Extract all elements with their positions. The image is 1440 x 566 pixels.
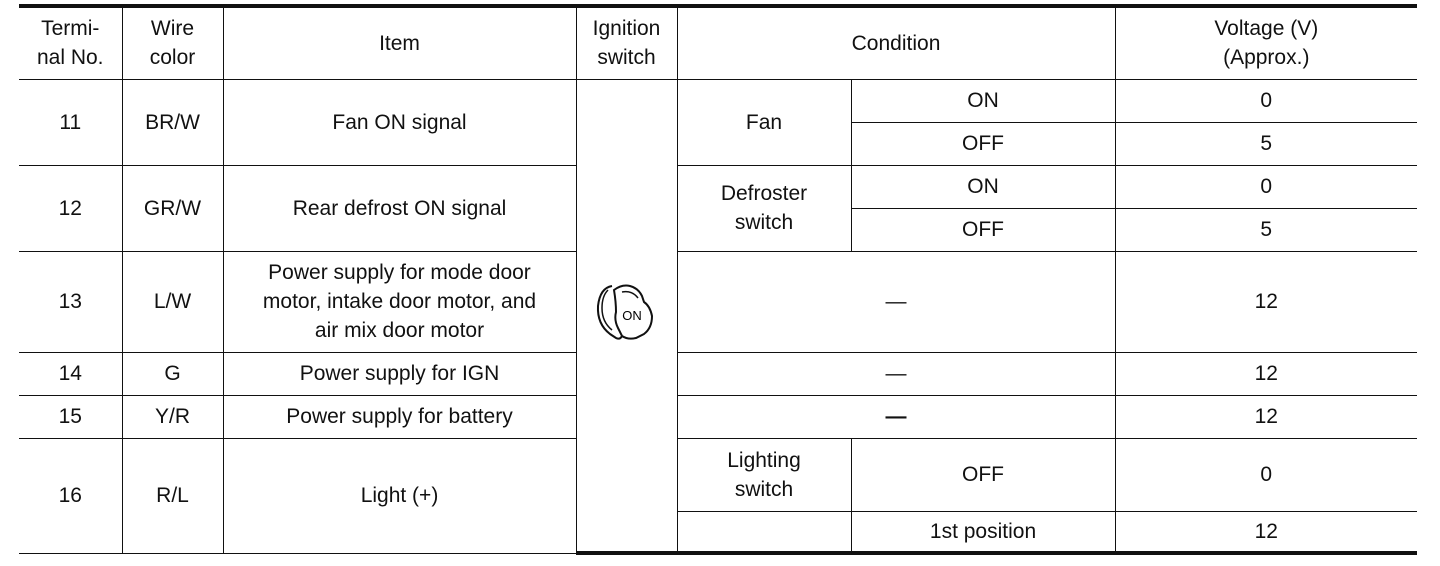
terminal-cell: 16 bbox=[19, 437, 123, 554]
wire-color-cell: R/L bbox=[121, 437, 224, 554]
header-terminal: Termi- nal No. bbox=[19, 4, 123, 80]
table-row: OFF 5 bbox=[19, 207, 1418, 252]
voltage-cell: 12 bbox=[1114, 351, 1418, 396]
item-cell: Fan ON signal bbox=[222, 78, 577, 166]
ignition-on-label: ON bbox=[622, 308, 642, 323]
voltage-cell: 5 bbox=[1114, 121, 1418, 166]
terminal-cell: 11 bbox=[19, 78, 123, 166]
voltage-cell: 12 bbox=[1114, 394, 1418, 439]
item-cell: Power supply for mode door motor, intake… bbox=[222, 250, 577, 353]
voltage-cell: 12 bbox=[1114, 510, 1418, 555]
terminal-spec-table: Termi- nal No. Wire color Item Ignition … bbox=[19, 4, 1418, 555]
condition-state-cell: ON bbox=[850, 78, 1116, 123]
table-row: 15 Y/R Power supply for battery — 12 bbox=[19, 394, 1418, 439]
header-wire-color: Wire color bbox=[121, 4, 224, 80]
condition-cell: — bbox=[676, 250, 1116, 353]
voltage-cell: 0 bbox=[1114, 164, 1418, 209]
wire-color-cell: GR/W bbox=[121, 164, 224, 252]
terminal-cell: 14 bbox=[19, 351, 123, 396]
terminal-cell: 13 bbox=[19, 250, 123, 353]
voltage-cell: 5 bbox=[1114, 207, 1418, 252]
wire-color-cell: L/W bbox=[121, 250, 224, 353]
condition-state-cell: OFF bbox=[851, 207, 1116, 252]
wire-color-cell: Y/R bbox=[121, 394, 224, 439]
condition-group-cell: Fan bbox=[676, 78, 852, 166]
item-cell: Power supply for battery bbox=[222, 394, 577, 439]
condition-cell: — bbox=[676, 394, 1116, 439]
condition-group-cell: Lighting switch bbox=[676, 437, 852, 512]
condition-state-cell: OFF bbox=[850, 437, 1116, 512]
voltage-cell: 0 bbox=[1114, 78, 1418, 123]
header-row: Termi- nal No. Wire color Item Ignition … bbox=[19, 4, 1418, 80]
condition-state-cell: OFF bbox=[851, 121, 1116, 166]
item-cell: Light (+) bbox=[222, 437, 577, 554]
table-row: 14 G Power supply for IGN — 12 bbox=[19, 351, 1418, 396]
terminal-cell: 15 bbox=[19, 394, 123, 439]
wire-color-cell: BR/W bbox=[121, 78, 224, 166]
condition-group-empty-cell bbox=[677, 510, 852, 555]
table-row: 1st position 12 bbox=[19, 510, 1418, 555]
header-condition: Condition bbox=[676, 4, 1116, 80]
condition-group-cell: Defroster switch bbox=[676, 164, 852, 252]
condition-state-cell: 1st position bbox=[850, 510, 1116, 555]
table-row: 13 L/W Power supply for mode door motor,… bbox=[19, 250, 1418, 353]
table-row: 12 GR/W Rear defrost ON signal Defroster… bbox=[19, 164, 1418, 252]
terminal-cell: 12 bbox=[19, 164, 123, 252]
condition-state-cell: ON bbox=[850, 164, 1116, 209]
header-item: Item bbox=[222, 4, 577, 80]
voltage-cell: 0 bbox=[1114, 437, 1418, 512]
header-voltage: Voltage (V) (Approx.) bbox=[1114, 4, 1418, 80]
ignition-key-on-icon: ON bbox=[596, 284, 653, 340]
table-row: 11 BR/W Fan ON signal ON Fan ON 0 bbox=[19, 78, 1418, 555]
item-cell: Power supply for IGN bbox=[222, 351, 577, 396]
condition-cell: — bbox=[676, 351, 1116, 396]
ignition-switch-cell: ON bbox=[575, 78, 678, 555]
header-ignition-switch: Ignition switch bbox=[575, 4, 678, 80]
item-cell: Rear defrost ON signal bbox=[222, 164, 577, 252]
voltage-cell: 12 bbox=[1114, 250, 1418, 353]
table-row: 16 R/L Light (+) Lighting switch OFF 0 bbox=[19, 437, 1418, 554]
wire-color-cell: G bbox=[121, 351, 224, 396]
table-row: OFF 5 bbox=[19, 121, 1418, 166]
